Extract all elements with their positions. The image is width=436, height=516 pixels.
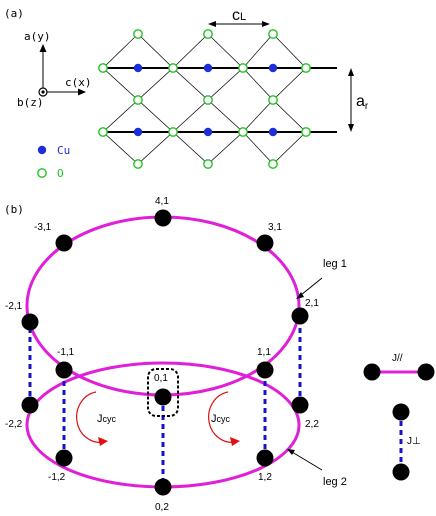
legend-cu-label: Cu (57, 144, 70, 157)
leg-2-label: leg 2 (323, 476, 347, 488)
panel-a-label: (a) (4, 7, 24, 20)
dimension-cL: cL (208, 7, 270, 27)
node-0-2 (154, 478, 172, 496)
panel-a: (a) a(y) c(x) b(z) (4, 7, 369, 180)
node-1-2 (256, 449, 274, 467)
leg-2-annotation: leg 2 (287, 449, 347, 488)
node-label: -2,1 (5, 301, 23, 312)
node-4-1 (154, 209, 172, 227)
j-parallel-label: J// (392, 353, 403, 364)
node-label: 4,1 (155, 196, 169, 207)
rungs (28, 319, 302, 487)
panel-b: (b) Jcyc Jcyc (4, 196, 435, 513)
node-2-1 (291, 307, 309, 325)
node-label: 2,2 (305, 419, 319, 430)
j-perp-label: J⊥ (407, 436, 421, 447)
legend-o-label: O (57, 167, 64, 180)
legend-o-marker (37, 168, 47, 178)
node-label: -1,1 (57, 347, 75, 358)
node-1-1 (256, 361, 274, 379)
jcyc-label-left: Jcyc (97, 413, 117, 425)
node-label: -1,2 (48, 472, 66, 483)
panel-b-label: (b) (4, 203, 24, 216)
j-parallel-node-left (363, 363, 381, 381)
axis-a-label: a(y) (24, 30, 51, 43)
node-m2-2 (21, 396, 39, 414)
leg-1-label: leg 1 (323, 258, 347, 270)
dimension-cL-label: cL (232, 7, 246, 24)
node-m2-1 (21, 313, 39, 331)
j-perp-node-top (392, 403, 410, 421)
node-3-1 (256, 234, 274, 252)
axes-indicator: a(y) c(x) b(z) (17, 30, 92, 109)
node-m3-1 (55, 234, 73, 252)
node-label: -2,2 (5, 419, 23, 430)
cu-o-lattice (98, 29, 337, 169)
node-label: 0,2 (155, 502, 169, 513)
j-parallel-node-right (417, 363, 435, 381)
oxygen-atoms (98, 29, 311, 169)
node-label: 3,1 (268, 222, 282, 233)
jcyc-arrow-left (76, 391, 108, 446)
j-perp-node-bottom (392, 463, 410, 481)
node-m1-2 (55, 449, 73, 467)
plaquette-site-box (147, 368, 179, 417)
node-label: 1,2 (258, 472, 272, 483)
node-label: 0,1 (154, 373, 168, 384)
nodes (21, 209, 309, 496)
node-label: 1,1 (257, 347, 271, 358)
atom-legend: Cu O (37, 144, 70, 180)
leg-1-annotation: leg 1 (296, 258, 347, 299)
coupling-legend: J// J⊥ (363, 353, 435, 481)
node-0-1 (154, 388, 172, 406)
node-label: -3,1 (34, 222, 52, 233)
jcyc-label-right: Jcyc (211, 413, 231, 425)
dimension-ar-label: ar (356, 93, 369, 112)
node-labels: 4,1 -3,1 3,1 -2,1 2,1 -1,1 1,1 0,1 -2,2 … (5, 196, 319, 513)
jcyc-arrow-right (208, 391, 240, 446)
copper-atoms (133, 63, 278, 137)
node-label: 2,1 (305, 298, 319, 309)
node-2-2 (291, 396, 309, 414)
dimension-ar: ar (348, 68, 369, 132)
legend-cu-marker (37, 145, 47, 155)
axis-b-label: b(z) (17, 96, 44, 109)
node-m1-1 (55, 361, 73, 379)
axis-c-label: c(x) (65, 76, 92, 89)
